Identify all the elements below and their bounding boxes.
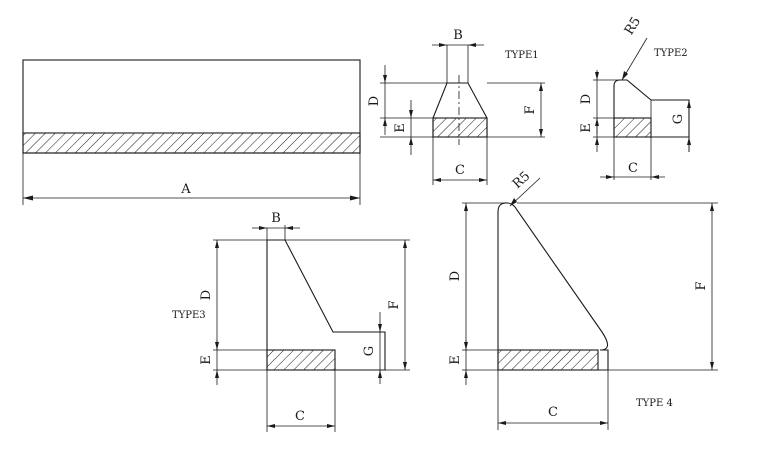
type1-e-label: E (393, 123, 408, 133)
type4-dimension-f: F (694, 203, 714, 370)
type4-radius-leader: R5 (509, 169, 541, 207)
type3-f-label: F (387, 300, 402, 309)
type1-d-label: D (367, 96, 382, 106)
type4-e-label: E (448, 355, 463, 365)
type4-f-label: F (694, 281, 709, 290)
type3-title: TYPE3 (172, 310, 206, 321)
type4-dimension-e: E (448, 340, 468, 385)
main-elevation: A (22, 59, 361, 205)
type1-dimension-d: D (367, 65, 387, 135)
type4-d-label: D (448, 271, 463, 281)
type1-f-label: F (523, 105, 538, 114)
type3-dimension-d: D (199, 240, 219, 350)
type1-b-label: B (453, 28, 463, 43)
type4-title: TYPE 4 (636, 398, 673, 409)
type4-hatched-base (497, 349, 599, 371)
type2-c-label: C (628, 161, 638, 176)
type4-profile: R5 D E F C TYPE 4 (448, 169, 718, 430)
type1-dimension-b: B (432, 28, 484, 47)
type2-e-label: E (579, 123, 594, 133)
type3-dimension-c: C (267, 409, 335, 428)
type2-d-label: D (579, 94, 594, 104)
type2-dimension-c: C (600, 161, 665, 179)
type2-dimension-e: E (579, 118, 599, 152)
type3-profile: B D E F G C T (172, 211, 410, 432)
type1-dimension-f: F (523, 83, 543, 137)
type3-hatched-base (266, 349, 336, 371)
elevation-hatched-band (22, 132, 361, 154)
type3-dimension-b: B (252, 211, 300, 230)
type2-profile: R5 D E G C TYPE2 (579, 15, 691, 180)
type2-dimension-g: G (671, 100, 691, 152)
type1-c-label: C (455, 163, 465, 178)
type3-dimension-e: E (199, 340, 219, 385)
type1-profile: B D E F C TYPE1 (367, 28, 545, 185)
type2-title: TYPE2 (654, 48, 688, 59)
type1-dimension-e: E (393, 100, 413, 155)
type2-hatched-base (613, 117, 652, 138)
type3-b-label: B (271, 211, 281, 226)
type4-outline (497, 202, 609, 371)
type1-hatched-base (432, 117, 488, 138)
type2-g-label: G (671, 114, 686, 124)
type4-r-label: R5 (510, 169, 533, 192)
type2-radius-leader: R5 (621, 15, 648, 81)
type3-d-label: D (199, 290, 214, 300)
type3-dimension-g: G (362, 312, 382, 384)
type3-e-label: E (199, 355, 214, 365)
type1-title: TYPE1 (505, 50, 539, 61)
type3-dimension-f: F (387, 240, 407, 370)
type1-dimension-c: C (433, 163, 487, 182)
dimension-a-label: A (180, 182, 191, 197)
type4-dimension-c: C (498, 405, 608, 425)
type2-r-label: R5 (622, 15, 644, 38)
type3-c-label: C (295, 409, 305, 424)
type4-c-label: C (548, 405, 558, 420)
type4-dimension-d: D (448, 203, 468, 350)
dimension-a: A (23, 182, 360, 201)
type3-g-label: G (362, 346, 377, 356)
